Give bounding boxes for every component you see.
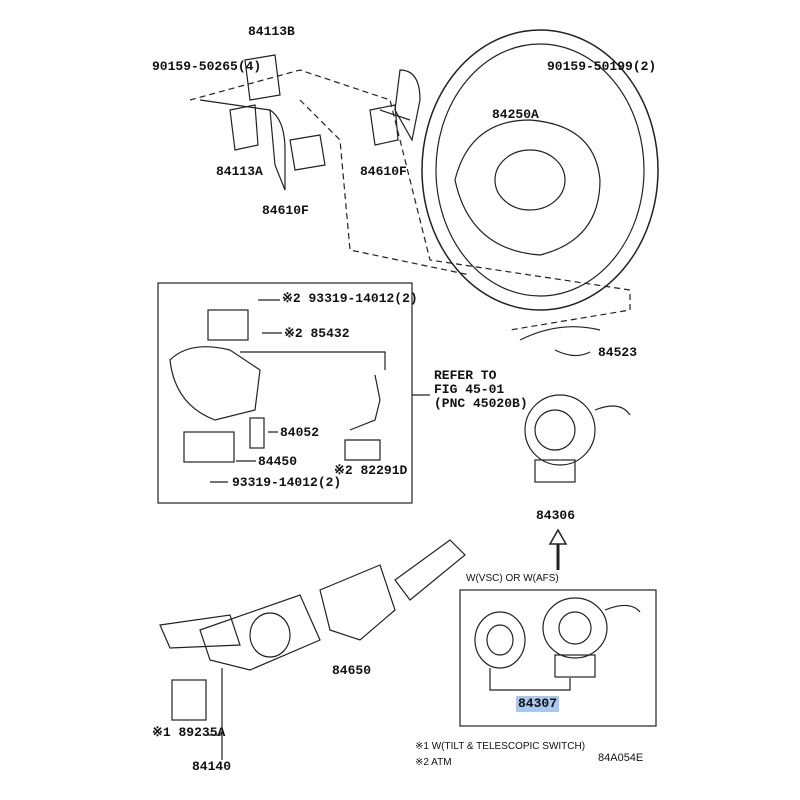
vsc-afs-inset-frame	[459, 589, 657, 727]
callout-84450: 84450	[258, 454, 298, 469]
steering-wheel-hub	[454, 119, 601, 256]
footnote-2: ※2 ATM	[415, 757, 452, 768]
callout-84610F: 84610F	[262, 203, 309, 218]
callout-93319-14012-bottom: 93319-14012(2)	[232, 475, 342, 490]
refer-line-1: REFER TO	[434, 368, 497, 383]
refer-line-2: FIG 45-01	[434, 382, 505, 397]
callout-89235A: ※1 89235A	[152, 725, 226, 740]
callout-90159-50199: 90159-50199(2)	[547, 59, 657, 74]
steering-wheel-rim	[421, 29, 659, 311]
callout-84113A: 84113A	[216, 164, 263, 179]
callout-84610F: 84610F	[360, 164, 407, 179]
callout-84250A: 84250A	[492, 107, 539, 122]
callout-84052: 84052	[280, 425, 320, 440]
callout-82291D: ※2 82291D	[334, 463, 408, 478]
callout-93319-14012-top: ※2 93319-14012(2)	[282, 291, 418, 306]
footnote-1: ※1 W(TILT & TELESCOPIC SWITCH)	[415, 741, 586, 752]
box-caption: W(VSC) OR W(AFS)	[466, 573, 559, 584]
atm-inset-frame	[157, 282, 413, 504]
callout-84650: 84650	[332, 663, 372, 678]
callout-90159-50265: 90159-50265(4)	[152, 59, 262, 74]
callout-85432: ※2 85432	[284, 326, 350, 341]
callout-84113B: 84113B	[248, 24, 295, 39]
callout-84523: 84523	[598, 345, 638, 360]
figure-id: 84A054E	[598, 752, 644, 764]
refer-line-3: (PNC 45020B)	[434, 396, 528, 411]
callout-84140: 84140	[192, 759, 232, 774]
callout-84307-highlighted[interactable]: 84307	[516, 696, 560, 712]
callout-84306: 84306	[536, 508, 576, 523]
